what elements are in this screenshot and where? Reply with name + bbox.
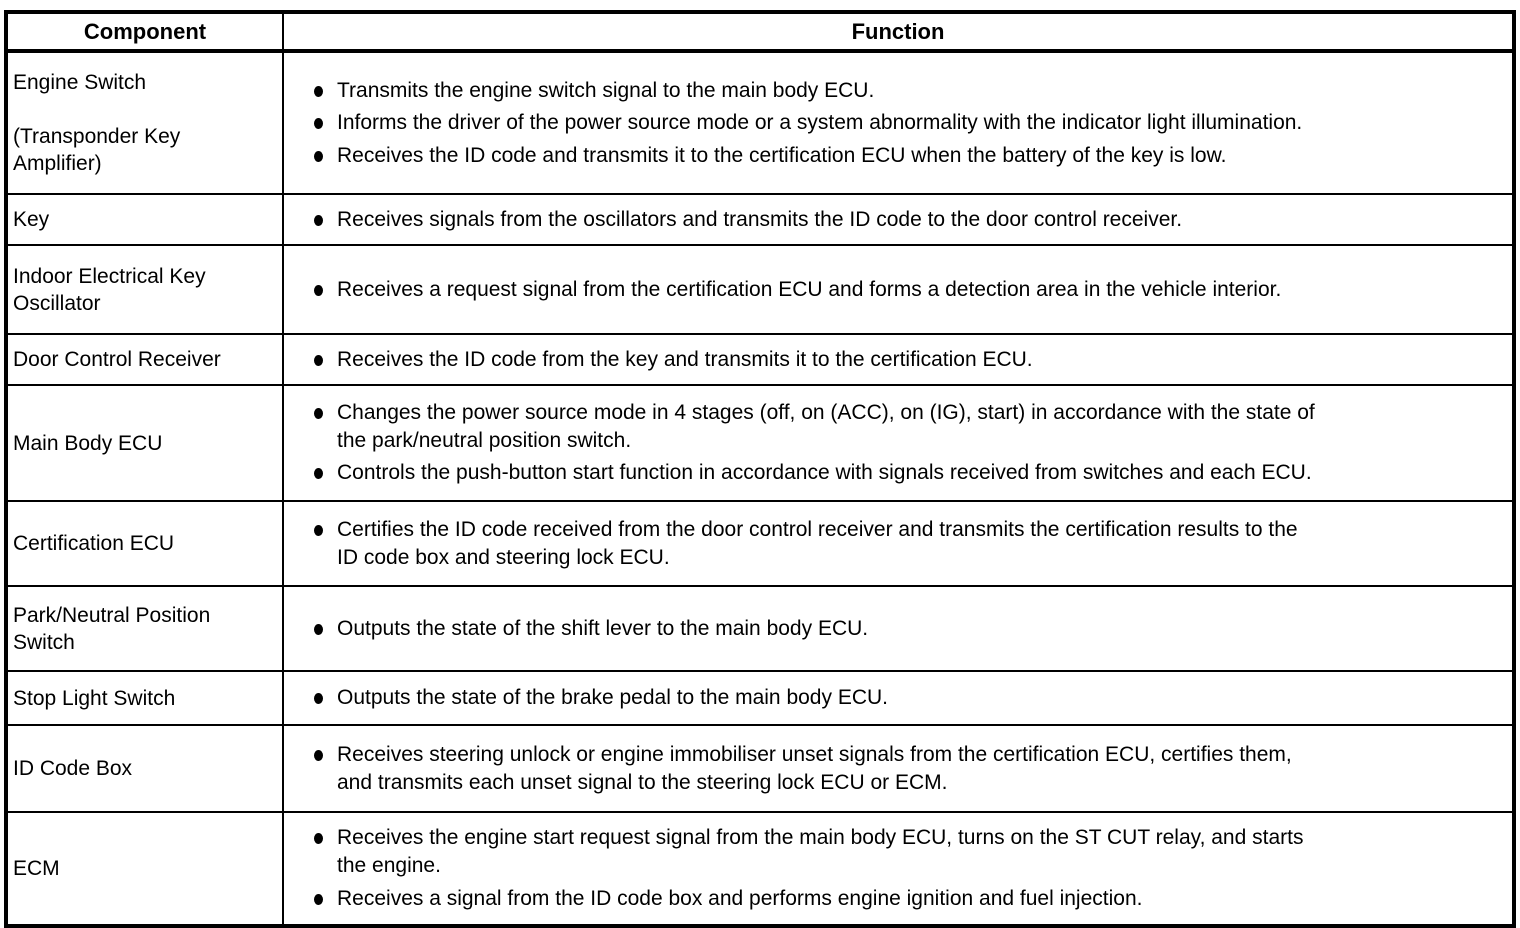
function-text: Informs the driver of the power source m… (337, 111, 1303, 134)
function-text: Outputs the state of the brake pedal to … (337, 686, 888, 709)
bullet-icon (314, 284, 323, 296)
function-item: Informs the driver of the power source m… (314, 109, 1506, 137)
table-row-park-neutral-position-switch: Park/Neutral Position Switch Outputs the… (5, 585, 1515, 672)
function-text: Receives the engine start request signal… (337, 826, 1304, 878)
function-item: Controls the push-button start function … (314, 459, 1506, 487)
table-row-stop-light-switch: Stop Light Switch Outputs the state of t… (5, 670, 1515, 726)
function-item: Transmits the engine switch signal to th… (314, 77, 1506, 105)
function-item: Receives the ID code and transmits it to… (314, 142, 1506, 170)
bullet-icon (314, 893, 323, 905)
function-item: Receives a signal from the ID code box a… (314, 885, 1506, 913)
component-cell: Main Body ECU (5, 384, 284, 502)
function-cell: Transmits the engine switch signal to th… (282, 50, 1515, 195)
function-item: Receives the ID code from the key and tr… (314, 346, 1506, 374)
function-cell: Receives the engine start request signal… (282, 811, 1515, 927)
function-cell: Outputs the state of the brake pedal to … (282, 670, 1515, 726)
bullet-icon (314, 749, 323, 761)
function-text: Controls the push-button start function … (337, 461, 1312, 485)
function-text: Outputs the state of the shift lever to … (337, 616, 869, 640)
component-cell: Engine Switch (Transponder Key Amplifier… (5, 50, 284, 195)
component-cell: Certification ECU (5, 500, 284, 587)
function-cell: Receives a request signal from the certi… (282, 244, 1515, 335)
component-cell: Stop Light Switch (5, 670, 284, 726)
function-cell: Certifies the ID code received from the … (282, 500, 1515, 587)
function-cell: Changes the power source mode in 4 stage… (282, 384, 1515, 502)
table-row-id-code-box: ID Code Box Receives steering unlock or … (5, 724, 1515, 813)
function-text: Certifies the ID code received from the … (337, 517, 1298, 569)
table-row-indoor-electrical-key-oscillator: Indoor Electrical Key Oscillator Receive… (5, 244, 1515, 335)
bullet-icon (314, 85, 323, 97)
bullet-icon (314, 524, 323, 536)
function-cell: Receives the ID code from the key and tr… (282, 333, 1515, 386)
table-row-main-body-ecu: Main Body ECU Changes the power source m… (5, 384, 1515, 502)
bullet-icon (314, 354, 323, 366)
function-text: Receives the ID code from the key and tr… (337, 347, 1033, 371)
bullet-icon (314, 693, 323, 704)
table-row-certification-ecu: Certification ECU Certifies the ID code … (5, 500, 1515, 587)
bullet-icon (314, 623, 323, 635)
function-text: Receives a request signal from the certi… (337, 277, 1282, 301)
component-cell: Door Control Receiver (5, 333, 284, 386)
function-cell: Outputs the state of the shift lever to … (282, 585, 1515, 672)
page: Component Function Engine Switch (Transp… (4, 10, 1516, 928)
function-item: Certifies the ID code received from the … (314, 516, 1506, 572)
function-item: Changes the power source mode in 4 stage… (314, 399, 1506, 455)
bullet-icon (314, 407, 323, 419)
component-cell: Key (5, 193, 284, 246)
function-cell: Receives signals from the oscillators an… (282, 193, 1515, 246)
component-cell: ID Code Box (5, 724, 284, 813)
table-row-engine-switch: Engine Switch (Transponder Key Amplifier… (5, 50, 1515, 195)
header-component: Component (5, 11, 284, 53)
component-cell: Park/Neutral Position Switch (5, 585, 284, 672)
table-row-key: Key Receives signals from the oscillator… (5, 193, 1515, 246)
bullet-icon (314, 214, 323, 226)
component-cell: ECM (5, 811, 284, 927)
function-item: Receives a request signal from the certi… (314, 276, 1506, 304)
function-text: Receives a signal from the ID code box a… (337, 886, 1143, 910)
header-function: Function (282, 11, 1515, 53)
bullet-icon (314, 833, 323, 845)
component-cell: Indoor Electrical Key Oscillator (5, 244, 284, 335)
function-cell: Receives steering unlock or engine immob… (282, 724, 1515, 813)
table-row-ecm: ECM Receives the engine start request si… (5, 811, 1515, 927)
function-item: Receives steering unlock or engine immob… (314, 741, 1506, 797)
table-header-row: Component Function (5, 11, 1515, 53)
table-row-door-control-receiver: Door Control Receiver Receives the ID co… (5, 333, 1515, 386)
component-function-table: Component Function Engine Switch (Transp… (4, 10, 1516, 928)
function-text: Changes the power source mode in 4 stage… (337, 400, 1315, 452)
bullet-icon (314, 118, 323, 129)
function-item: Receives signals from the oscillators an… (314, 206, 1506, 234)
function-text: Receives signals from the oscillators an… (337, 207, 1183, 231)
function-item: Receives the engine start request signal… (314, 824, 1506, 880)
function-text: Transmits the engine switch signal to th… (337, 78, 875, 102)
function-text: Receives the ID code and transmits it to… (337, 143, 1227, 167)
bullet-icon (314, 150, 323, 162)
function-item: Outputs the state of the brake pedal to … (314, 684, 1506, 712)
function-item: Outputs the state of the shift lever to … (314, 615, 1506, 643)
function-text: Receives steering unlock or engine immob… (337, 742, 1292, 794)
bullet-icon (314, 468, 323, 480)
